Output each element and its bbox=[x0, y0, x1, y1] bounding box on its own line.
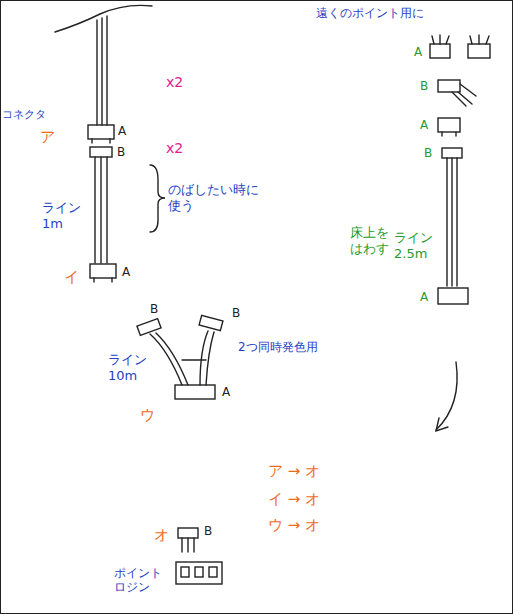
connector-type: A bbox=[420, 118, 428, 132]
connector-type: A bbox=[222, 385, 230, 399]
connector-type: A bbox=[414, 45, 422, 59]
connector-type: B bbox=[232, 306, 240, 320]
cable-length: ライン 1m bbox=[42, 200, 86, 231]
note: 遠くのポイント用に bbox=[316, 6, 424, 20]
callout-letter: イ bbox=[64, 268, 79, 286]
connector-type: A bbox=[122, 265, 130, 279]
connector-type: B bbox=[150, 302, 158, 316]
mapping-note: ウ → オ bbox=[268, 516, 320, 534]
connector-type: B bbox=[117, 145, 125, 159]
count-mark: x2 bbox=[166, 74, 183, 91]
mapping-note: ア → オ bbox=[268, 462, 320, 480]
connector-type: A bbox=[118, 124, 126, 138]
callout-letter: ア bbox=[40, 128, 55, 146]
part-name: ポイント ロジン bbox=[114, 566, 170, 595]
count-mark: x2 bbox=[166, 140, 183, 157]
mapping-note: イ → オ bbox=[268, 490, 320, 508]
part-name: コネクタ bbox=[2, 108, 46, 121]
connector-type: B bbox=[424, 146, 432, 160]
cable-length: ライン 2.5m bbox=[394, 230, 438, 261]
note: 床上を はわす bbox=[350, 225, 392, 256]
callout-letter: ウ bbox=[140, 406, 155, 424]
callout-letter: オ bbox=[154, 526, 169, 544]
note: 2つ同時発色用 bbox=[238, 340, 318, 354]
note: のばしたい時に 使う bbox=[168, 182, 264, 213]
cable-length: ライン 10m bbox=[108, 352, 152, 383]
connector-type: B bbox=[420, 79, 428, 93]
connector-type: B bbox=[204, 524, 212, 538]
connector-type: A bbox=[420, 290, 428, 304]
